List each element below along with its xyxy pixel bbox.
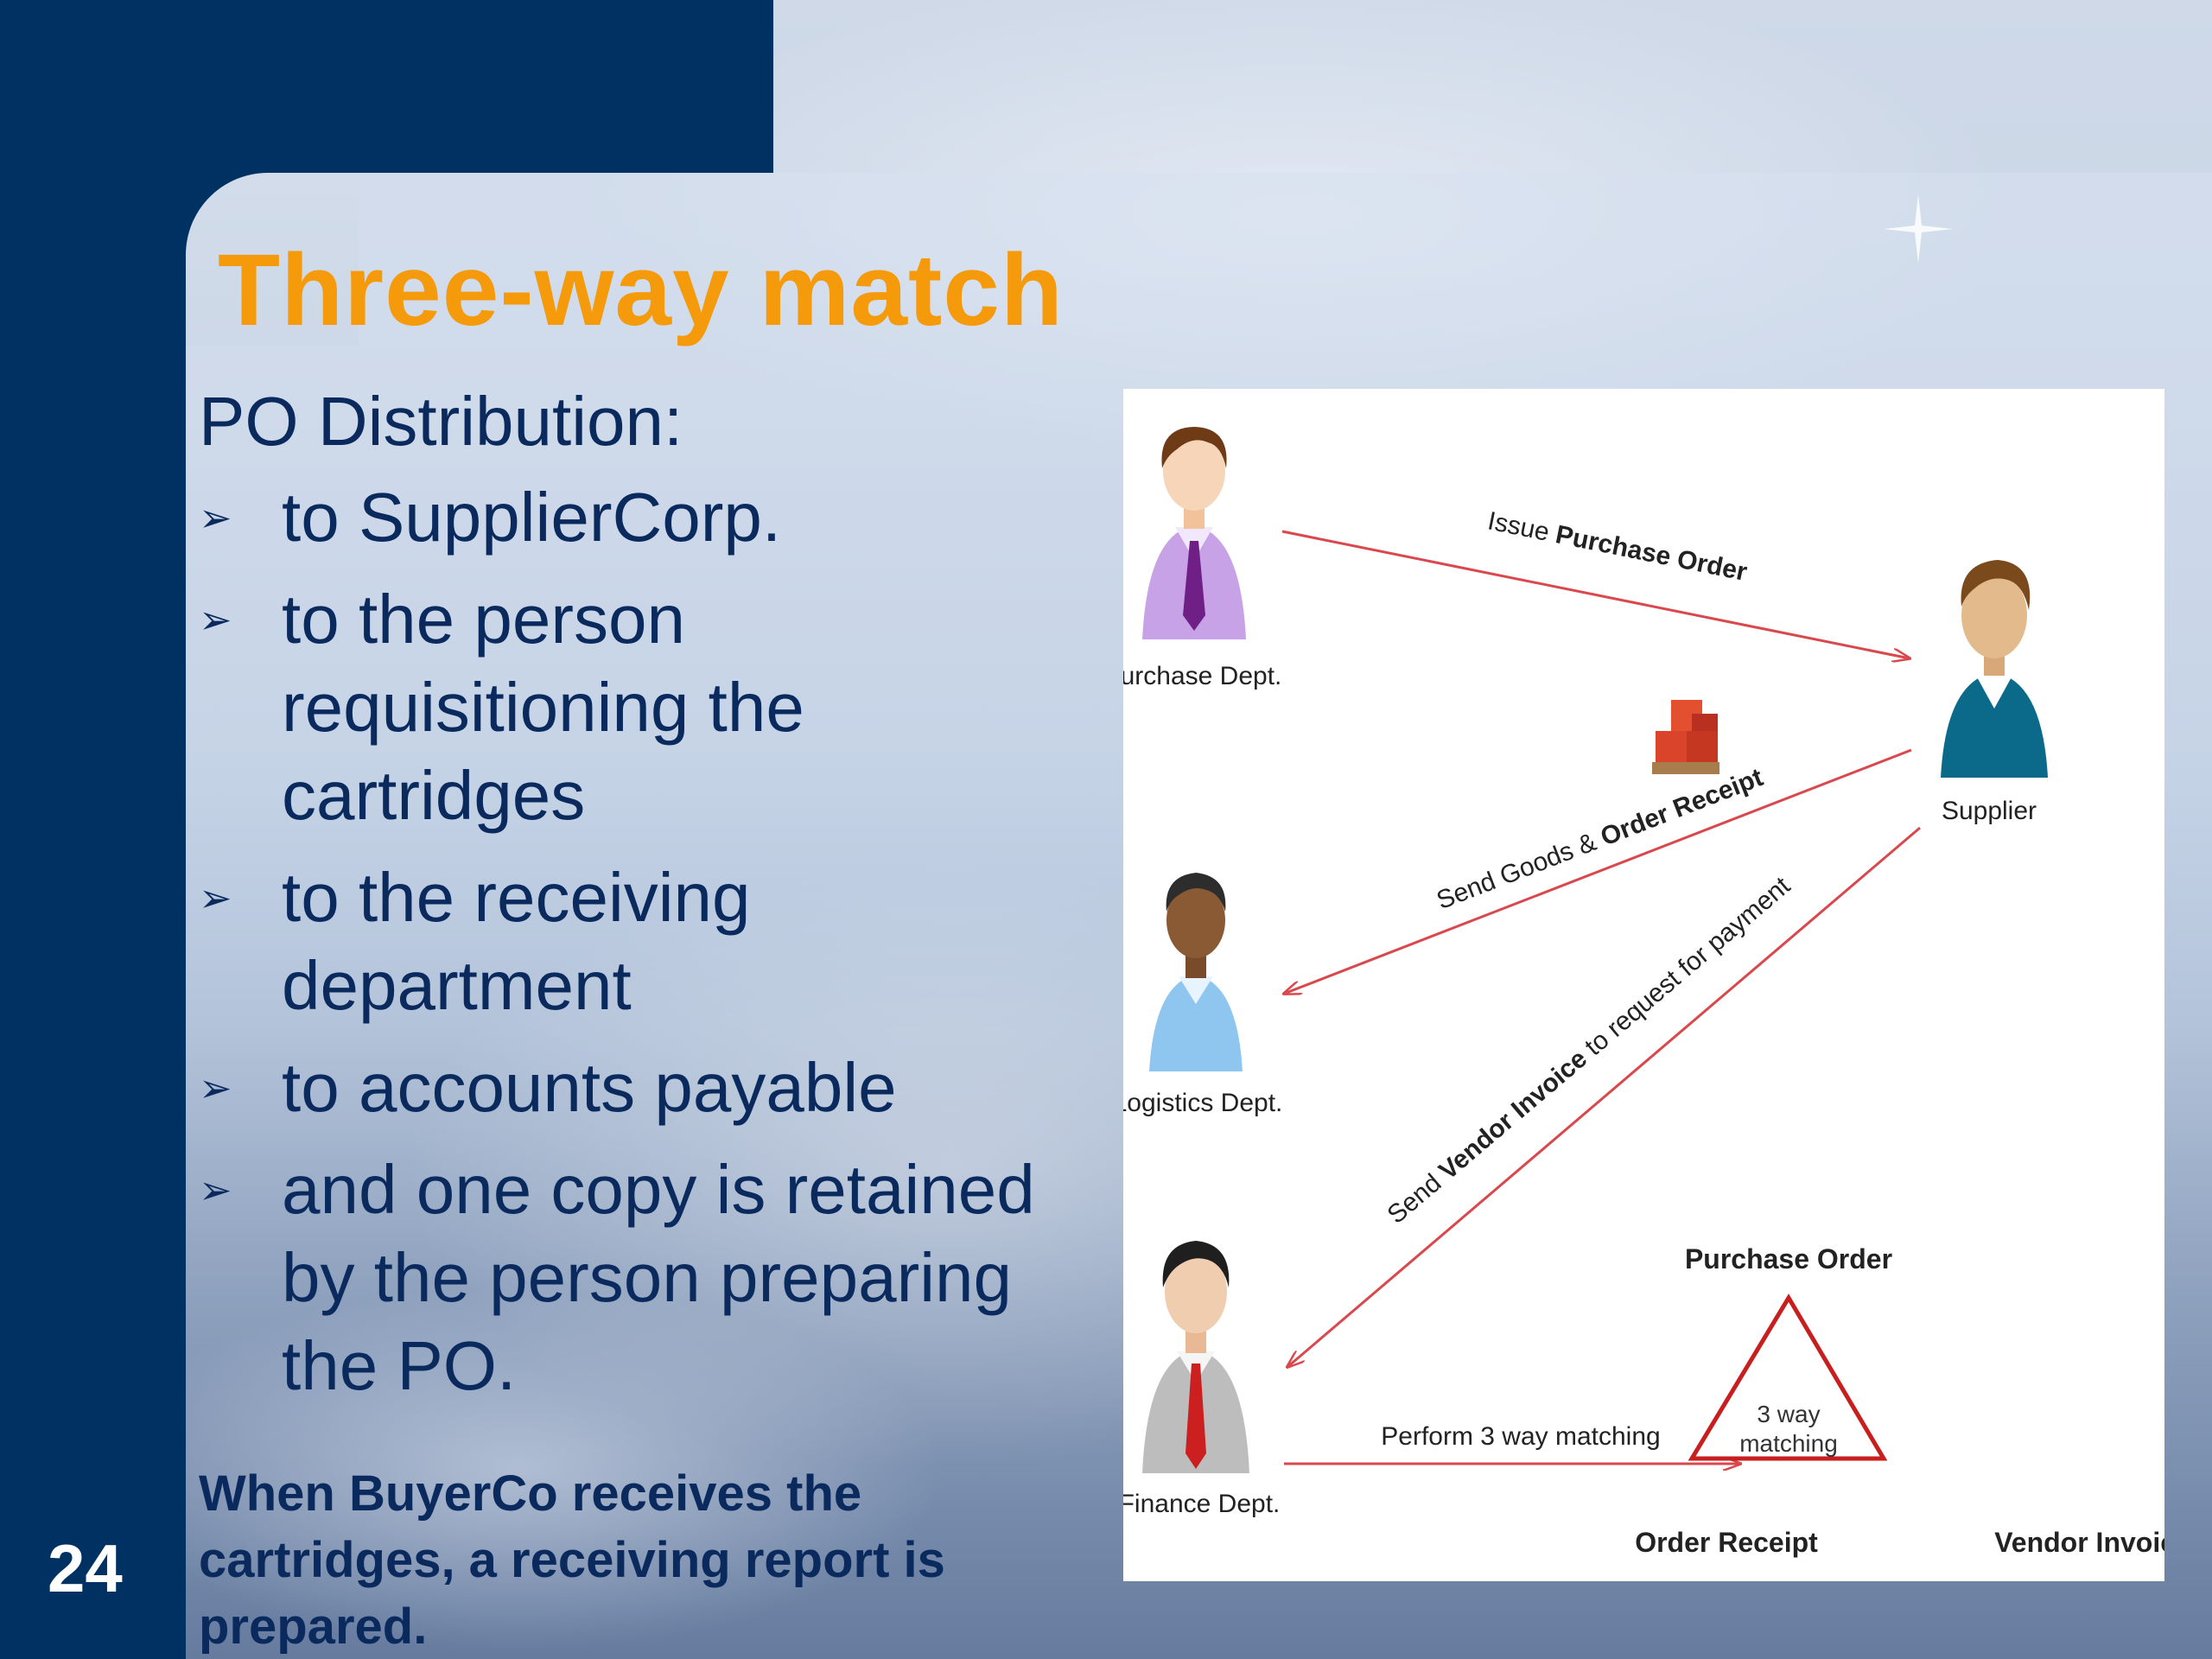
goods-boxes-icon — [1652, 700, 1719, 774]
bullet-text: to the person requisitioning the cartrid… — [282, 581, 804, 834]
bullet-text: to SupplierCorp. — [282, 479, 782, 556]
sparkle-icon — [1884, 194, 1953, 264]
bullet-arrow-icon: ➢ — [199, 495, 232, 540]
supplier-person-icon — [1941, 560, 2048, 778]
triangle-center-line1: 3 way — [1757, 1401, 1820, 1427]
bullet-arrow-icon: ➢ — [199, 1065, 232, 1110]
slide-body: PO Distribution: ➢ to SupplierCorp. ➢ to… — [199, 380, 1097, 1424]
logistics-dept-person-icon — [1149, 873, 1243, 1071]
bullet-arrow-icon: ➢ — [199, 1167, 232, 1212]
send-invoice-arrow — [1287, 826, 1921, 1367]
bullet-item: ➢ to the person requisitioning the cartr… — [199, 575, 1097, 840]
purchase-dept-person-icon — [1142, 427, 1246, 639]
triangle-center-line2: matching — [1739, 1430, 1838, 1457]
left-navy-band — [0, 0, 186, 1659]
perform-matching-label: Perform 3 way matching — [1381, 1422, 1660, 1451]
issue-po-label: Issue Purchase Order — [1485, 506, 1750, 587]
supplier-label: Supplier — [1942, 797, 2037, 825]
triangle-vendor-invoice-label: Vendor Invoice — [1994, 1527, 2164, 1558]
three-way-match-diagram: Purchase Dept. Supplier Logistics Dept. — [1123, 389, 2164, 1581]
panel-corner — [186, 173, 359, 346]
finance-dept-label: Finance Dept. — [1123, 1490, 1280, 1518]
bullet-arrow-icon: ➢ — [199, 875, 232, 920]
bullet-arrow-icon: ➢ — [199, 597, 232, 642]
bullet-text: and one copy is retained by the person p… — [282, 1151, 1035, 1404]
bullet-text: to the receiving department — [282, 859, 751, 1024]
bullet-item: ➢ to accounts payable — [199, 1044, 1097, 1132]
slide-number: 24 — [48, 1530, 123, 1606]
send-invoice-label: Send Vendor Invoice to request for payme… — [1382, 871, 1796, 1230]
triangle-purchase-order-label: Purchase Order — [1685, 1243, 1892, 1274]
triangle-order-receipt-label: Order Receipt — [1635, 1527, 1818, 1558]
po-distribution-heading: PO Distribution: — [199, 383, 683, 460]
receiving-report-note: When BuyerCo receives the cartridges, a … — [199, 1465, 945, 1655]
bullet-list: ➢ to SupplierCorp. ➢ to the person requi… — [199, 474, 1097, 1410]
purchase-dept-label: Purchase Dept. — [1123, 662, 1281, 690]
send-goods-label: Send Goods & Order Receipt — [1433, 763, 1767, 915]
bullet-item: ➢ to the receiving department — [199, 854, 1097, 1030]
bullet-item: ➢ and one copy is retained by the person… — [199, 1146, 1097, 1410]
issue-po-arrow — [1281, 530, 1910, 658]
logistics-dept-label: Logistics Dept. — [1123, 1089, 1282, 1117]
finance-dept-person-icon — [1142, 1241, 1249, 1473]
send-goods-arrow — [1284, 748, 1912, 994]
matching-triangle — [1688, 1294, 1888, 1461]
bullet-text: to accounts payable — [282, 1049, 897, 1126]
bullet-item: ➢ to SupplierCorp. — [199, 474, 1097, 562]
slide-title: Three-way match — [218, 233, 1064, 347]
